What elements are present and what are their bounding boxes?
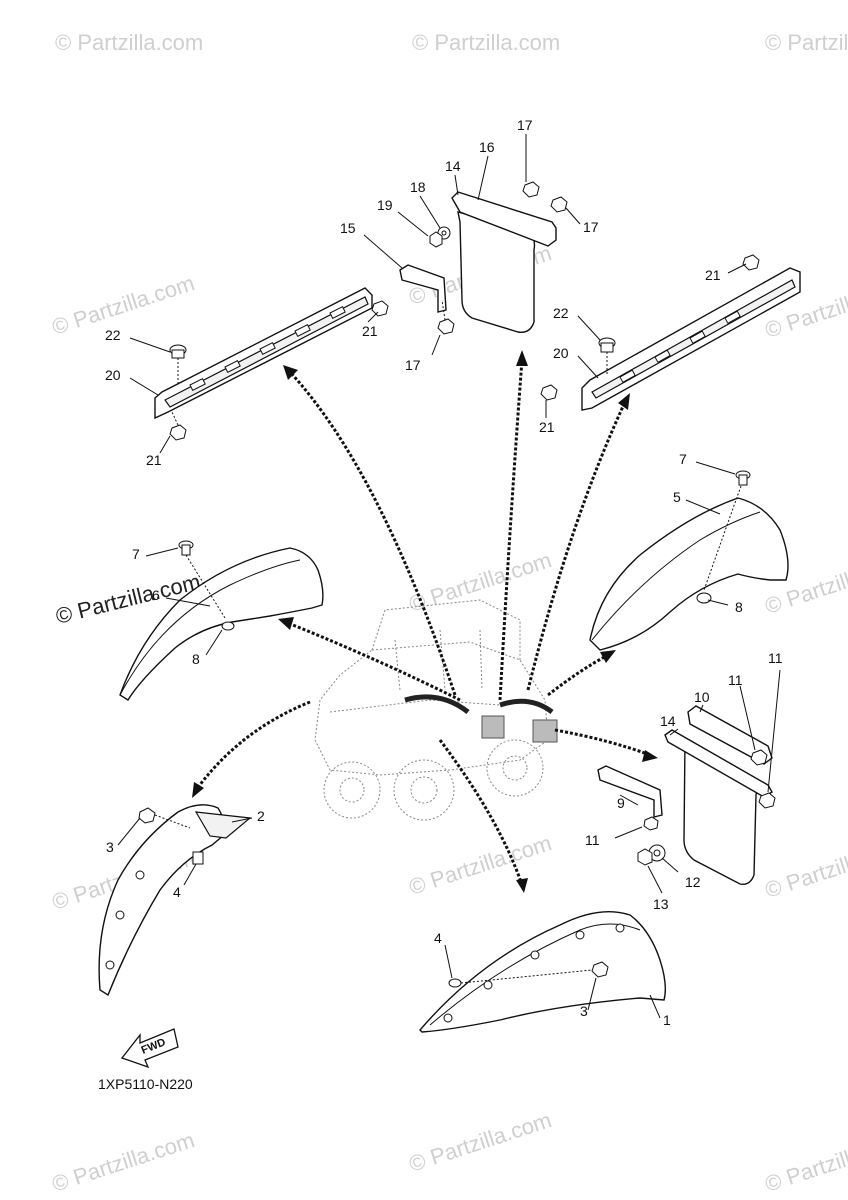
bracket-14 [664, 729, 773, 798]
callout-8: 8 [735, 599, 743, 615]
watermark: © Partzilla.com [406, 547, 555, 617]
callout-21: 21 [146, 452, 162, 468]
callout-10: 10 [694, 689, 710, 705]
bolt-22 [598, 337, 616, 375]
watermark: © Partzilla.com [406, 830, 555, 900]
vehicle-illustration [314, 599, 558, 821]
right-mudflap-assembly [597, 705, 776, 885]
callout-19: 19 [377, 197, 393, 213]
bracket-10 [687, 705, 773, 765]
leader-lines [117, 134, 781, 1019]
right-lower-fender [419, 910, 667, 1033]
callout-20: 20 [553, 345, 569, 361]
fender-5 [589, 497, 789, 651]
callouts: 17 16 14 18 19 15 17 17 21 22 20 21 21 2… [105, 117, 783, 1028]
callout-21: 21 [362, 323, 378, 339]
callout-21: 21 [539, 419, 555, 435]
callout-13: 13 [653, 896, 669, 912]
callout-7: 7 [679, 451, 687, 467]
callout-14: 14 [445, 158, 461, 174]
callout-21: 21 [705, 267, 721, 283]
callout-8: 8 [192, 651, 200, 667]
callout-15: 15 [340, 220, 356, 236]
callout-5: 5 [673, 489, 681, 505]
callout-12: 12 [685, 874, 701, 890]
callout-11: 11 [728, 672, 743, 688]
fwd-arrow-icon: FWD [120, 1028, 179, 1069]
highlight-mudflap [532, 719, 558, 743]
left-rail-assembly [154, 287, 389, 441]
watermark: © Partzilla.com [762, 833, 848, 903]
bracket-15 [399, 264, 447, 313]
highlight-mudflap [481, 715, 505, 739]
callout-18: 18 [410, 179, 426, 195]
callout-14: 14 [660, 713, 676, 729]
right-rail-assembly [540, 254, 801, 411]
callout-3: 3 [580, 1003, 588, 1019]
callout-4: 4 [173, 884, 181, 900]
callout-17: 17 [583, 219, 599, 235]
bolt-21 [169, 411, 187, 441]
callout-4: 4 [434, 930, 442, 946]
callout-7: 7 [132, 546, 140, 562]
callout-9: 9 [617, 795, 625, 811]
watermark: © Partzilla.com [55, 30, 203, 55]
left-lower-fender [98, 804, 252, 997]
watermark: © Partzilla.com [406, 1107, 555, 1177]
bracket-16 [451, 191, 557, 247]
fender-2 [98, 804, 226, 997]
bolt-21 [371, 300, 389, 317]
left-front-fender [119, 540, 324, 701]
watermark: © Partzilla.com [49, 1127, 198, 1197]
callout-6: 6 [152, 587, 160, 603]
callout-2: 2 [257, 808, 265, 824]
callout-11: 11 [585, 832, 600, 848]
diagram-code: 1XP5110-N220 [98, 1076, 193, 1092]
callout-17: 17 [517, 117, 533, 133]
direction-arrows [192, 350, 658, 893]
callout-11: 11 [768, 650, 783, 666]
callout-3: 3 [106, 839, 114, 855]
watermark: © Partzilla.com [412, 30, 560, 55]
watermark: © Partzilla.com [762, 1127, 848, 1197]
right-front-fender [589, 470, 789, 651]
callout-22: 22 [553, 305, 569, 321]
watermark: © Partzilla.com [765, 30, 848, 55]
callout-17: 17 [405, 357, 421, 373]
callout-16: 16 [479, 139, 495, 155]
fender-6 [119, 547, 324, 701]
callout-22: 22 [105, 327, 121, 343]
fender-1 [419, 910, 667, 1033]
bracket-9 [597, 765, 663, 818]
callout-20: 20 [105, 367, 121, 383]
watermark: © Partzilla.com [49, 270, 198, 340]
center-mudflap-assembly [399, 181, 568, 335]
callout-1: 1 [663, 1012, 671, 1028]
bolt-22 [169, 344, 187, 384]
